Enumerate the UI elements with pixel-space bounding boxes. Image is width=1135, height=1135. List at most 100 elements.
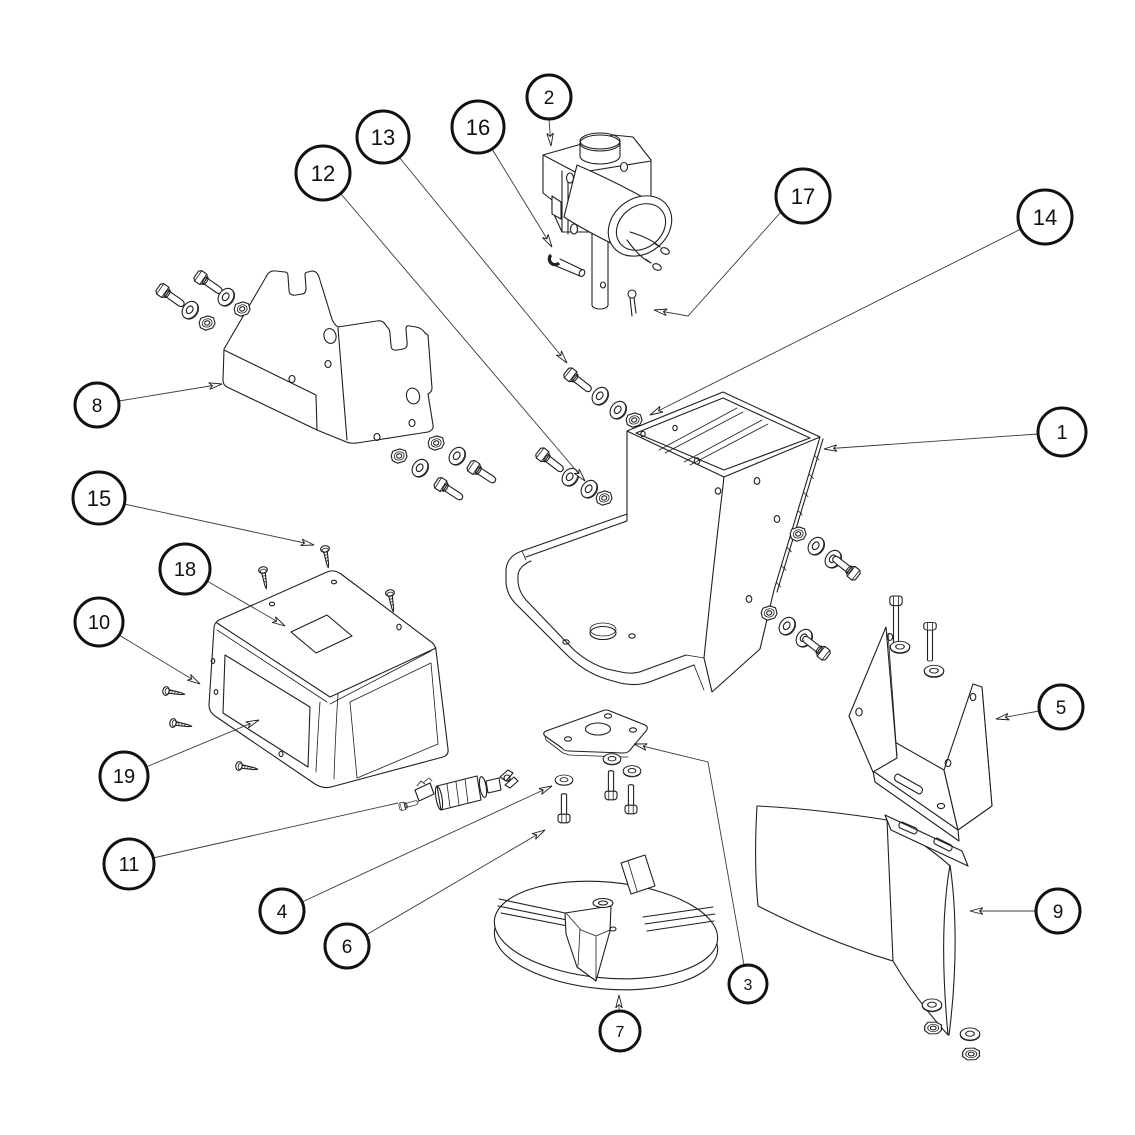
cover-hole — [396, 623, 402, 631]
callout-balloon-18: 18 — [158, 542, 212, 596]
shield-bottom-edge — [757, 905, 894, 962]
disc-vane-front-edges — [565, 912, 611, 981]
hex-nut — [759, 604, 779, 622]
cover-top-ridges — [216, 622, 437, 698]
callout-balloon-17: 17 — [774, 167, 832, 225]
shield-hardware — [921, 998, 981, 1061]
cover-decal — [290, 614, 353, 654]
chute-hole — [753, 477, 761, 485]
balloon-circle — [323, 922, 371, 970]
balloon-circle — [1036, 406, 1088, 458]
yoke-cross — [503, 774, 511, 782]
flat-washer — [889, 640, 911, 655]
leader-13 — [398, 156, 567, 363]
fastener-stack-lower — [533, 445, 614, 507]
callout-balloon-1: 1 — [1036, 406, 1088, 458]
balloon-number: 2 — [544, 88, 555, 109]
fastener-stack-right-upper — [788, 525, 863, 583]
balloon-number: 5 — [1056, 698, 1067, 719]
leader-11 — [152, 802, 399, 859]
hex-nut — [426, 434, 446, 452]
output-shaft-tube — [591, 227, 609, 310]
clamp-plate — [414, 782, 435, 802]
flat-washer — [588, 383, 613, 409]
part-upper-mount-bracket — [222, 270, 434, 444]
chute-hole — [773, 515, 781, 523]
gusset-hole — [855, 707, 863, 717]
disc-hole — [609, 926, 617, 932]
balloon-circle — [355, 109, 411, 165]
bracket-hole — [408, 418, 416, 428]
cover-rim-lines — [216, 629, 432, 705]
leader-15 — [123, 503, 314, 545]
gearbox-foot — [551, 195, 562, 220]
tray-center-hole — [589, 625, 617, 641]
cotter-legs — [629, 297, 637, 317]
balloon-circle — [102, 837, 156, 891]
motor-end-cap-inner — [615, 203, 667, 251]
balloon-circle — [525, 73, 573, 121]
fastener-group-bracket8-upper — [154, 268, 252, 332]
fastener-stack-upper — [561, 365, 644, 429]
gusset-edge — [887, 632, 898, 757]
leader-2 — [549, 118, 551, 146]
flange-washer — [554, 774, 574, 787]
chute-hole — [714, 487, 722, 495]
coupler-flange — [478, 776, 488, 798]
cover-side-panel — [349, 662, 439, 779]
plate-center-hole — [584, 722, 612, 736]
cover-hole — [268, 601, 276, 607]
callout-balloon-8: 8 — [73, 381, 121, 429]
balloon-circle — [71, 470, 127, 526]
bracket-hole — [288, 374, 296, 384]
callout-balloon-6: 6 — [323, 922, 371, 970]
wing-flange-edge — [773, 436, 824, 593]
clamp-tabs — [416, 777, 433, 787]
plate-thickness — [544, 735, 629, 758]
flat-washer — [923, 664, 945, 679]
balloon-circle — [158, 542, 212, 596]
fastener-group-bracket8-lower — [389, 434, 500, 505]
gusset-hole — [886, 633, 894, 641]
part-gear-motor-assembly — [542, 132, 673, 310]
chute-opening-rim — [626, 391, 821, 478]
carriage-bolt — [604, 770, 618, 801]
callout-balloons: 1 2 3 4 5 6 7 8 — [71, 73, 1088, 1053]
hex-nut — [924, 1021, 943, 1035]
part-mount-plate — [543, 709, 648, 758]
ring-terminal — [652, 263, 662, 271]
shield-lower-right-edge — [892, 960, 949, 1036]
plate-hole — [628, 727, 638, 733]
callout-balloon-9: 9 — [1034, 887, 1082, 935]
leader-8 — [118, 384, 222, 402]
leader-16 — [491, 148, 552, 247]
cotter-head — [627, 289, 637, 299]
bracket5-slot — [894, 773, 923, 795]
leader-10 — [118, 634, 200, 684]
balloon-number: 11 — [119, 854, 140, 876]
disc-vane-back-edge — [627, 860, 638, 892]
mount-boss — [569, 223, 579, 235]
callout-balloon-12: 12 — [294, 144, 352, 202]
tray-top-edge — [521, 513, 628, 558]
flat-washer — [775, 613, 800, 639]
callout-balloon-5: 5 — [1037, 683, 1085, 731]
bracket5-hardware — [889, 595, 945, 679]
part-support-bracket — [848, 626, 993, 842]
plate-hardware — [554, 753, 642, 824]
lock-washer — [622, 765, 642, 778]
callout-balloon-7: 7 — [598, 1009, 642, 1053]
cover-corner-round — [315, 693, 339, 780]
hex-bolt — [154, 281, 188, 311]
balloon-number: 1 — [1056, 422, 1067, 444]
wing-lower-edge — [703, 589, 775, 693]
bracket-hole — [323, 328, 337, 344]
pin-shank — [555, 258, 584, 277]
balloon-circle — [73, 381, 121, 429]
ring-terminal — [660, 247, 670, 255]
callout-balloon-3: 3 — [727, 963, 769, 1005]
gusset-hole — [944, 758, 952, 768]
leader-6 — [365, 830, 545, 936]
coupler-neck — [485, 777, 502, 794]
part-cotter-pin — [627, 289, 637, 317]
